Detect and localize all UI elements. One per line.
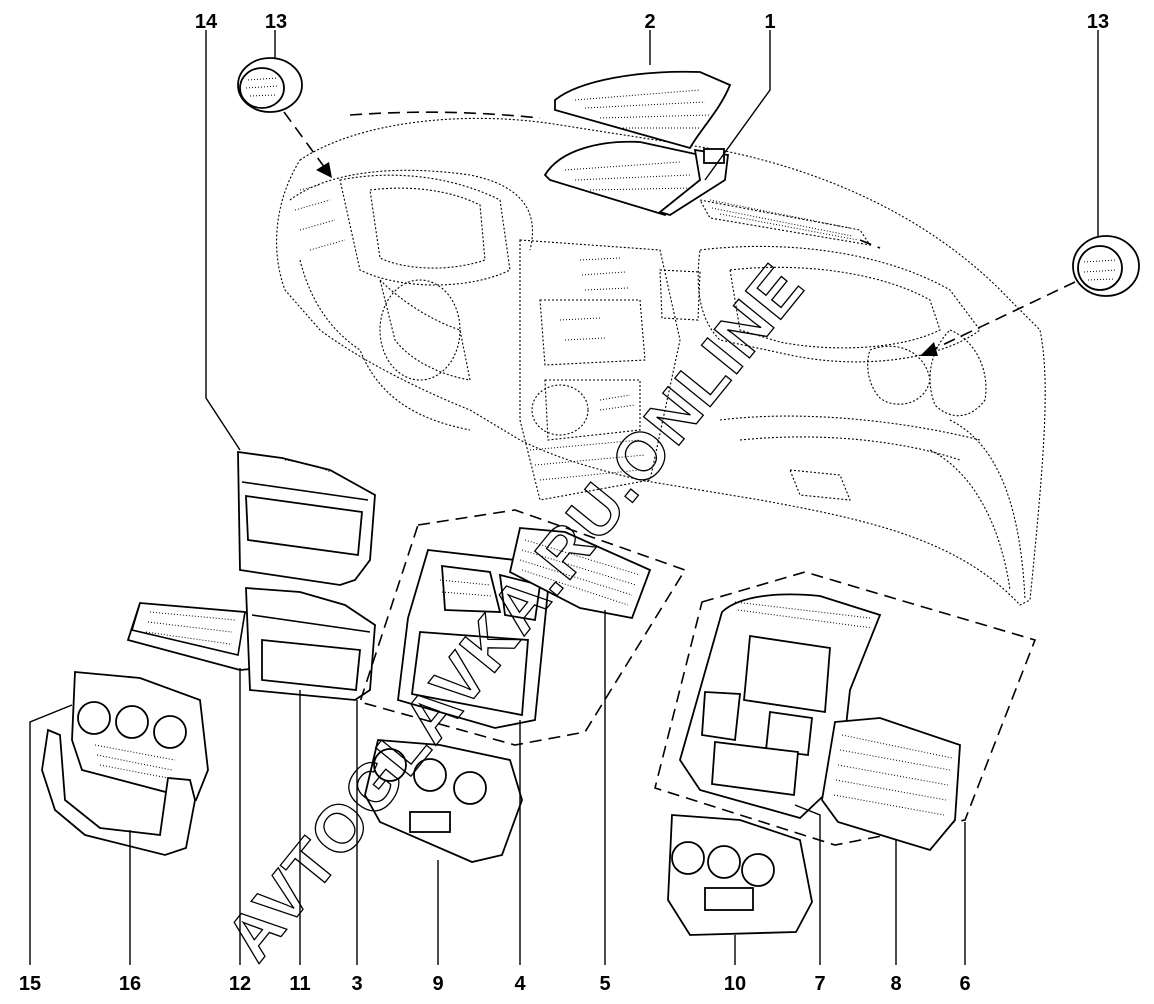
right-vent-arrowhead [920,342,938,356]
leader-lines [29,30,1099,965]
part-9-climate-panel [364,739,523,863]
callout-2: 2 [644,11,655,33]
part-1-bracket [658,148,729,216]
part-4-group [358,509,687,746]
part-15-climate-panel [71,671,209,802]
callout-5: 5 [599,973,610,995]
callout-6: 6 [959,973,970,995]
callout-3: 3 [351,973,362,995]
callout-16: 16 [119,973,141,995]
dashboard-panel [276,111,1046,606]
callout-10: 10 [724,973,746,995]
callout-labels: 1 2 13 14 13 15 16 12 11 3 9 4 5 10 7 8 … [19,11,1109,995]
part-14-trim-frame [237,450,376,586]
callout-13-right: 13 [1087,11,1109,33]
part-13-left-air-vent [237,57,303,113]
part-10-climate-panel [667,814,813,936]
callout-15: 15 [19,973,41,995]
part-11-display-frame [245,587,376,701]
callout-14: 14 [195,11,218,33]
part-2-top-cover [543,70,732,217]
callout-13-left: 13 [265,11,287,33]
part-13-right-air-vent [1072,235,1140,297]
callout-12: 12 [229,973,251,995]
callout-8: 8 [890,973,901,995]
part-8-control-module [821,717,961,852]
part-5-control-module [508,527,652,620]
right-vent-arrow [931,281,1076,351]
callout-9: 9 [432,973,443,995]
left-vent-arrow [283,111,326,169]
callout-7: 7 [814,973,825,995]
callout-1: 1 [764,11,775,33]
callout-4: 4 [514,973,526,995]
part-16-lower-trim [41,728,196,856]
left-vent-arrowhead [316,162,332,178]
callout-11: 11 [289,973,310,995]
